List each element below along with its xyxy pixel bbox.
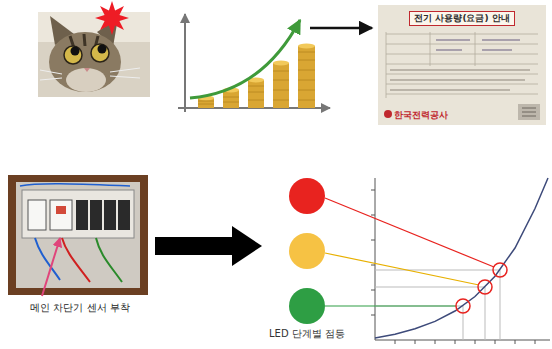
bill-title: 전기 사용량(요금) 안내 [409, 11, 515, 26]
coin-chart-part [248, 80, 264, 108]
usage-curve-chart-part [371, 190, 375, 315]
led-lamps-part [289, 288, 325, 324]
usage-curve-chart-part [375, 178, 376, 340]
cat-photo [38, 12, 150, 97]
cat-photo-part [91, 44, 109, 62]
usage-curve-chart [371, 178, 550, 344]
panel-box: 메인 차단기 센서 부착 [5, 172, 155, 314]
pointer-arrow [42, 238, 60, 296]
bill-paper-part [384, 110, 392, 118]
usage-curve-chart-part [375, 270, 500, 340]
cat-photo-part [71, 47, 80, 56]
breaker-panel-photo-part [56, 206, 66, 214]
breaker-panel-photo-part [76, 200, 88, 230]
breaker-panel-photo-part [118, 200, 130, 230]
coin-chart-part [273, 61, 289, 66]
led-leader-lines-part [325, 253, 479, 285]
bill-paper-part [436, 40, 520, 50]
surprise-starburst [95, 1, 129, 35]
breaker-panel-photo [8, 175, 148, 295]
coin-chart-part [190, 20, 300, 98]
cat-photo-part [40, 68, 140, 80]
led-lamps-part [289, 233, 325, 269]
sensor-label: 메인 차단기 센서 부착 [30, 302, 130, 314]
coin-chart-part [184, 14, 186, 112]
usage-curve-chart-part [395, 340, 535, 344]
led-leader-lines [325, 198, 507, 313]
cat-photo-part [49, 32, 121, 92]
led-label: LED 단계별 점등 [269, 328, 345, 340]
breaker-panel-photo-part [35, 238, 60, 280]
led-leader-lines-part [325, 305, 456, 306]
breaker-panel-photo-part [28, 200, 46, 230]
cat-photo-part [66, 68, 106, 92]
coin-chart-part [298, 44, 315, 49]
breaker-panel-photo-part [50, 200, 72, 230]
company-name: 한국전력공사 [382, 110, 448, 121]
breaker-panel-photo-part [16, 182, 140, 288]
bill-paper-part [386, 34, 538, 94]
led-lamps-part [289, 178, 325, 214]
bill-document: 전기 사용량(요금) 안내한국전력공사 [378, 5, 546, 125]
led-group: LED 단계별 점등 [262, 172, 352, 342]
breaker-panel-photo-part [62, 238, 90, 282]
bill-paper-part [378, 5, 546, 125]
breaker-panel-photo-part [22, 190, 134, 238]
breaker-panel-photo-part [8, 175, 148, 295]
bill-paper-part [518, 104, 540, 120]
usage-curve-chart-part [375, 178, 548, 338]
flow-arrow [155, 237, 234, 255]
bill-paper-part [386, 32, 475, 98]
bill-paper-part [522, 108, 536, 116]
coin-chart-part [298, 46, 315, 108]
coin-chart-part [198, 52, 315, 104]
arrow [310, 27, 372, 30]
led-leader-lines-part [493, 263, 507, 277]
coin-chart [178, 14, 330, 112]
breaker-panel-photo-part [96, 238, 122, 282]
breaker-panel-photo-part [20, 184, 130, 186]
cat-photo-part [38, 12, 150, 97]
led-leader-lines-part [456, 299, 470, 313]
breaker-panel-photo-part [90, 200, 102, 230]
bill-paper-part [390, 70, 530, 90]
cat-photo-part [84, 68, 90, 72]
coin-chart-part [223, 90, 239, 108]
cat-photo-part [98, 45, 107, 54]
led-leader-lines-part [325, 198, 494, 267]
bill-paper [378, 5, 546, 125]
led-leader-lines-part [478, 280, 492, 294]
breaker-panel-photo-part [104, 200, 116, 230]
led-lamps [289, 178, 325, 324]
cat-photo-part [64, 46, 82, 64]
coin-chart-part [273, 63, 289, 108]
